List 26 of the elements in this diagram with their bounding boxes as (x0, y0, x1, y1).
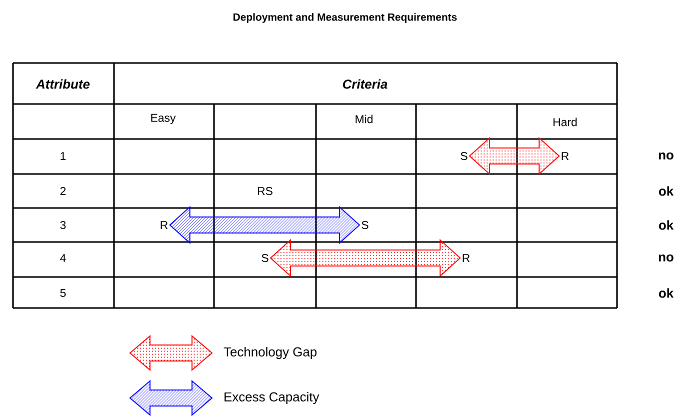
cell-text: 1 (60, 152, 66, 160)
legend-text: Technology Gap (224, 346, 317, 360)
column-header: Criteria (342, 79, 388, 89)
legend-text: Excess Capacity (224, 392, 320, 404)
status-text: ok (658, 220, 674, 230)
end-label: R (160, 221, 168, 229)
cell-text: 5 (60, 289, 66, 297)
end-label: S (262, 254, 268, 262)
column-header: Attribute (36, 79, 90, 89)
cell-text: Easy (151, 114, 176, 124)
status-text: no (658, 254, 674, 262)
double-arrow (169, 206, 360, 244)
status-text: no (658, 152, 674, 160)
end-label: R (562, 152, 569, 160)
cell-text: RS (258, 186, 272, 196)
cell-text: 3 (60, 220, 66, 230)
end-label: R (462, 254, 470, 262)
end-label: S (362, 220, 368, 230)
cell-text: Hard (554, 118, 577, 126)
end-label: S (460, 152, 468, 160)
status-text: ok (658, 186, 674, 196)
title: Deployment and Measurement Requirements (234, 13, 457, 23)
status-text: ok (658, 288, 674, 298)
cell-text: Mid (356, 114, 372, 124)
cell-text: 4 (60, 254, 66, 262)
cell-text: 2 (60, 187, 66, 195)
